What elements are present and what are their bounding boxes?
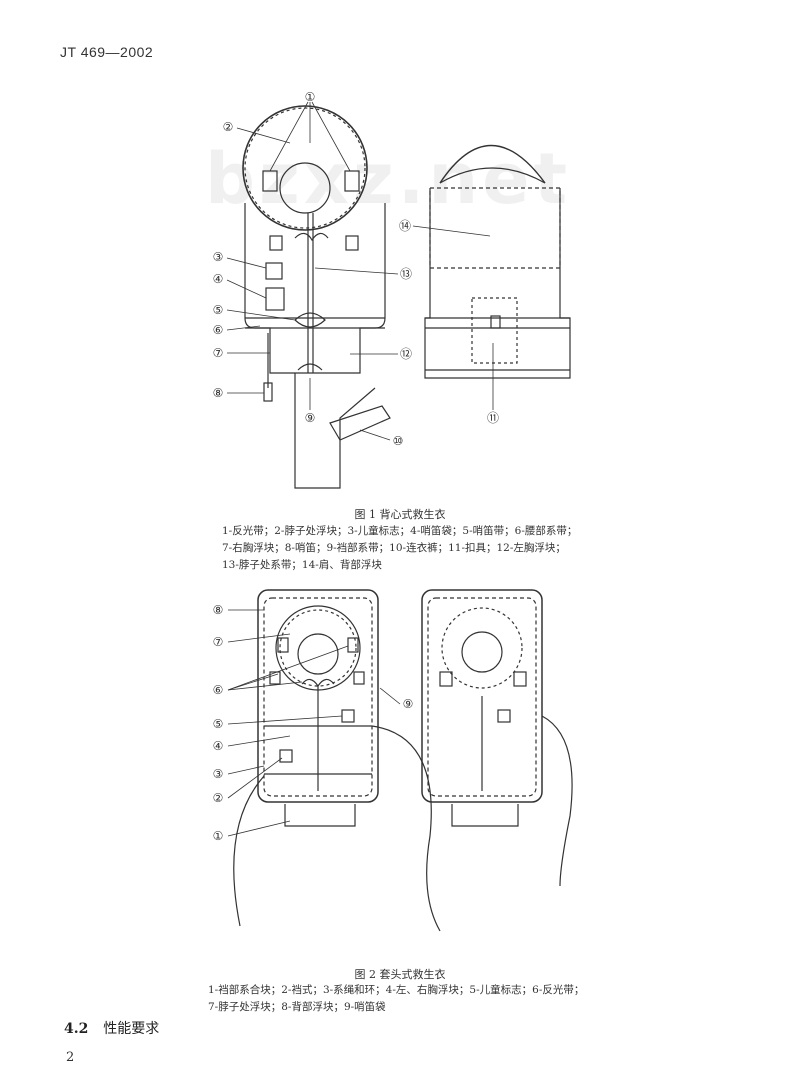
figure-2-pullover-drawing: ⑧ ⑦ ⑥ ⑤ ④ ③ ② ① ⑨ bbox=[213, 589, 573, 932]
callout-10: ⑩ bbox=[393, 434, 404, 448]
section-number: 4.2 bbox=[64, 1021, 89, 1037]
callout-3: ③ bbox=[213, 767, 224, 781]
front-view bbox=[233, 589, 441, 932]
figure-1-vest-drawing: ① ② ③ ④ ⑤ ⑥ ⑦ ⑧ ⑨ ⑩ ⑪ ⑫ ⑬ ⑭ bbox=[213, 90, 571, 489]
section-title: 性能要求 bbox=[103, 1021, 160, 1037]
callout-13: ⑬ bbox=[400, 267, 412, 281]
callout-14: ⑭ bbox=[399, 219, 411, 233]
callout-8: ⑧ bbox=[213, 603, 224, 617]
callout-5: ⑤ bbox=[213, 303, 224, 317]
callout-1: ① bbox=[305, 90, 316, 104]
figure-2-legend: 1-裆部系合块；2-裆式；3-系绳和环；4-左、右胸浮块；5-儿童标志；6-反光… bbox=[208, 984, 585, 1013]
back-view bbox=[424, 145, 571, 379]
figure-1-legend: 1-反光带；2-脖子处浮块；3-儿童标志；4-哨笛袋；5-哨笛带；6-腰部系带；… bbox=[222, 525, 578, 571]
figure-2-caption: 图 2 套头式救生衣 bbox=[354, 968, 446, 981]
callout-6: ⑥ bbox=[213, 323, 224, 337]
leader-lines bbox=[227, 609, 401, 837]
callout-2: ② bbox=[223, 120, 234, 134]
callout-9: ⑨ bbox=[305, 411, 316, 425]
callout-7: ⑦ bbox=[213, 346, 224, 360]
front-view bbox=[242, 105, 391, 489]
callout-4: ④ bbox=[213, 272, 224, 286]
callout-11: ⑪ bbox=[487, 411, 499, 425]
callout-7: ⑦ bbox=[213, 635, 224, 649]
figure-1-caption: 图 1 背心式救生衣 bbox=[354, 508, 446, 521]
callout-6: ⑥ bbox=[213, 683, 224, 697]
watermark-logo: bzxz.net bbox=[205, 138, 572, 220]
leader-lines bbox=[226, 101, 494, 441]
callout-1: ① bbox=[213, 829, 224, 843]
callout-3: ③ bbox=[213, 250, 224, 264]
callout-5: ⑤ bbox=[213, 717, 224, 731]
section-heading: 4.2 性能要求 bbox=[64, 1018, 159, 1038]
callout-4: ④ bbox=[213, 739, 224, 753]
callout-2: ② bbox=[213, 791, 224, 805]
standard-code: JT 469—2002 bbox=[60, 44, 154, 60]
callout-8: ⑧ bbox=[213, 386, 224, 400]
callout-9: ⑨ bbox=[403, 697, 414, 711]
page-number: 2 bbox=[66, 1050, 75, 1065]
back-view bbox=[421, 589, 573, 887]
callout-12: ⑫ bbox=[400, 347, 412, 361]
